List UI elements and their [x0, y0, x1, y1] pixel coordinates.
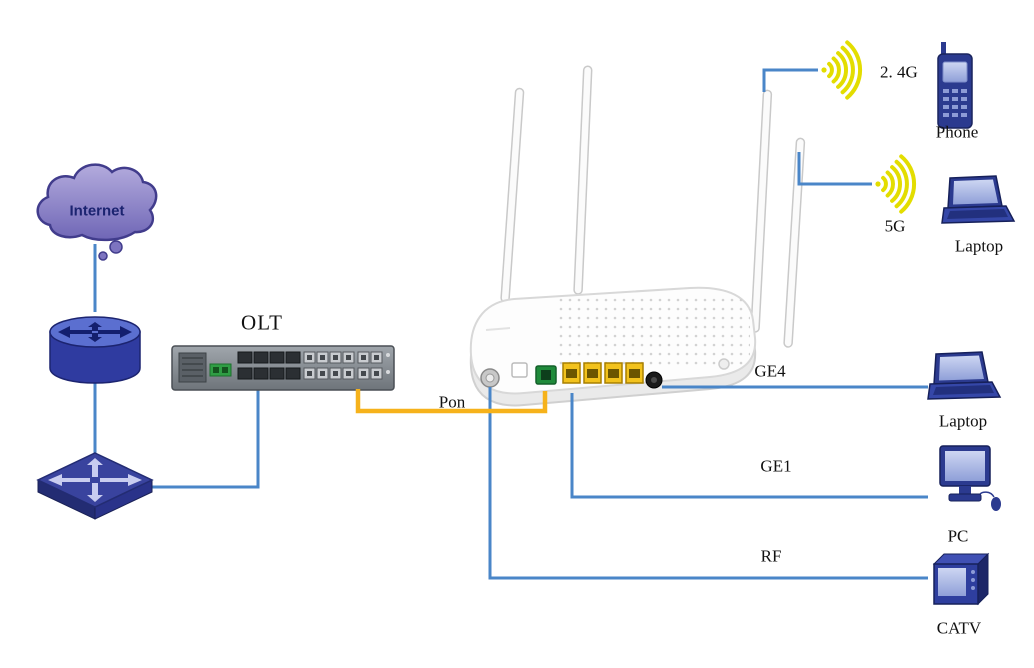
wifi-5g-label: 5G: [884, 216, 906, 236]
olt-label: OLT: [241, 310, 283, 335]
laptop-wifi-icon: [941, 175, 1015, 224]
pc-icon: [939, 445, 1001, 511]
link-ge1: [570, 393, 928, 499]
phone-label: Phone: [935, 122, 979, 142]
switch-icon: [36, 452, 154, 520]
laptop-ge4-label: Laptop: [938, 411, 988, 431]
internet-label: Internet: [69, 202, 125, 220]
olt-device: [171, 345, 395, 391]
right-links: [488, 68, 928, 580]
link-switch-olt: [150, 390, 260, 489]
link-wifi-24g: [762, 68, 818, 92]
label-plate: [511, 362, 528, 378]
onu-router: [469, 286, 757, 407]
ge4-label: GE4: [754, 361, 786, 381]
link-wifi-5g: [797, 152, 872, 186]
link-rf: [488, 387, 928, 580]
link-pon: [355, 389, 548, 414]
router-icon: [49, 316, 141, 384]
laptop-wifi-label: Laptop: [954, 236, 1004, 256]
lan-ports: [562, 362, 644, 384]
internet-cloud-icon: [36, 163, 158, 261]
laptop-ge4-icon: [927, 351, 1001, 400]
wifi-24g-icon: [819, 40, 863, 100]
wps-button: [718, 358, 730, 370]
wifi-5g-icon: [873, 154, 917, 214]
pon-label: Pon: [438, 392, 466, 412]
left-links: [93, 244, 260, 489]
wifi-24g-label: 2. 4G: [880, 62, 918, 82]
rf-label: RF: [760, 546, 782, 566]
ge1-label: GE1: [760, 456, 792, 476]
pc-label: PC: [947, 526, 969, 546]
catv-icon: [932, 552, 990, 606]
phone-icon: [937, 42, 973, 129]
catv-label: CATV: [936, 618, 982, 638]
onu-antennas: [500, 65, 806, 348]
